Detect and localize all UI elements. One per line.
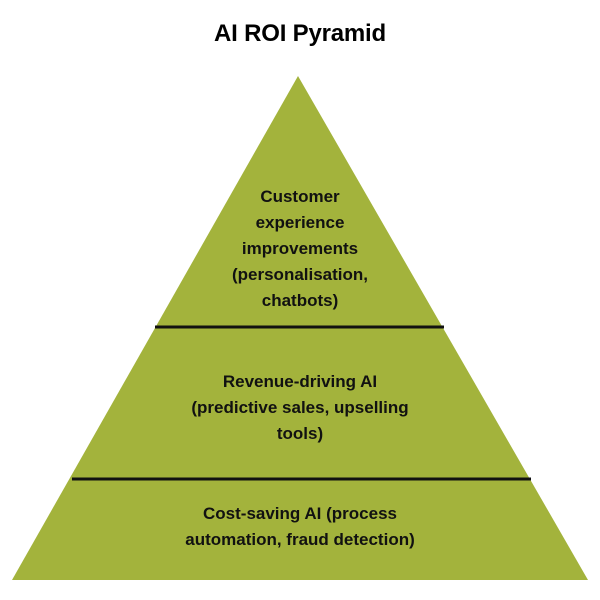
tier-top-label: Customer experience improvements (person… — [0, 184, 600, 314]
tier-top-line: chatbots) — [261, 291, 339, 310]
tier-middle-line: (predictive sales, upselling — [191, 398, 409, 417]
tier-middle-line: tools) — [276, 424, 324, 443]
tier-top-line: (personalisation, — [231, 265, 369, 284]
tier-bottom-line: automation, fraud detection) — [185, 530, 415, 549]
tier-top-line: experience — [255, 213, 345, 232]
tier-bottom-label: Cost-saving AI (process automation, frau… — [0, 501, 600, 553]
tier-top-line: improvements — [241, 239, 359, 258]
tier-middle-line: Revenue-driving AI — [222, 372, 378, 391]
diagram-title: AI ROI Pyramid — [214, 20, 386, 47]
tier-middle-label: Revenue-driving AI (predictive sales, up… — [0, 369, 600, 447]
tier-bottom-line: Cost-saving AI (process — [203, 504, 397, 523]
tier-top-line: Customer — [260, 187, 340, 206]
